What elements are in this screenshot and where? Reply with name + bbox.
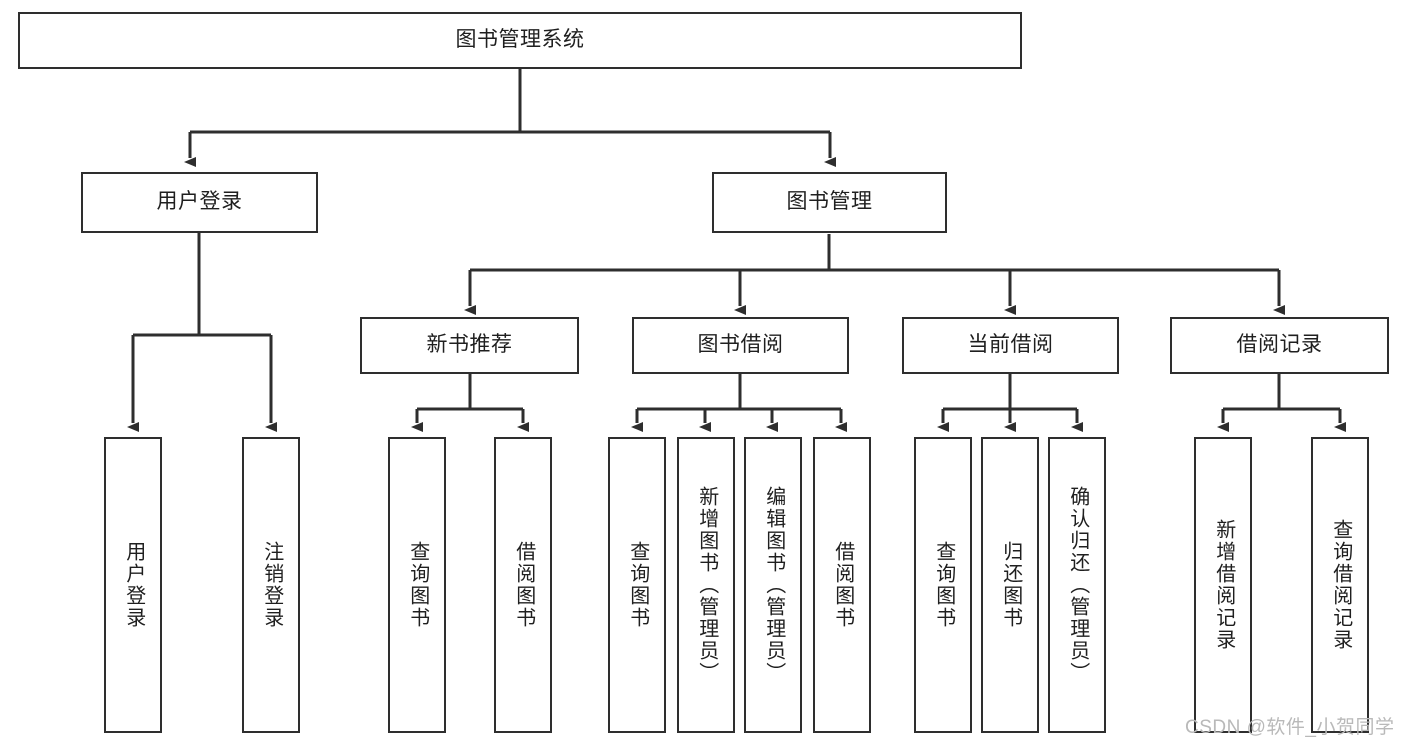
node-label: 用户登录 [156,190,243,214]
watermark-text: CSDN @软件_小贺同学 [1185,717,1395,738]
node-leaf-query-book-current[interactable]: 查询图书 [914,437,972,733]
node-new-book-recommend[interactable]: 新书推荐 [360,317,579,374]
node-label: 查询图书 [626,541,649,629]
node-label: 新书推荐 [426,333,513,357]
node-label: 确认归还（管理员） [1066,486,1089,684]
node-leaf-return-book[interactable]: 归还图书 [981,437,1039,733]
node-borrow-record[interactable]: 借阅记录 [1170,317,1389,374]
node-leaf-query-book-recommend[interactable]: 查询图书 [388,437,446,733]
node-root-library-system[interactable]: 图书管理系统 [18,12,1022,69]
node-label: 借阅图书 [512,541,535,629]
node-leaf-add-book-admin[interactable]: 新增图书（管理员） [677,437,735,733]
node-label: 查询图书 [932,541,955,629]
node-leaf-query-borrow-record[interactable]: 查询借阅记录 [1311,437,1369,733]
node-leaf-user-login[interactable]: 用户登录 [104,437,162,733]
node-label: 图书管理 [786,190,873,214]
node-label: 用户登录 [122,541,145,629]
node-label: 查询借阅记录 [1329,519,1352,651]
node-leaf-borrow-book[interactable]: 借阅图书 [813,437,871,733]
node-label: 图书借阅 [697,333,784,357]
node-current-borrow[interactable]: 当前借阅 [902,317,1119,374]
node-leaf-logout[interactable]: 注销登录 [242,437,300,733]
node-label: 查询图书 [406,541,429,629]
node-label: 新增借阅记录 [1212,519,1235,651]
node-book-borrow[interactable]: 图书借阅 [632,317,849,374]
node-label: 归还图书 [999,541,1022,629]
node-label: 图书管理系统 [455,28,585,52]
node-leaf-query-book-borrow[interactable]: 查询图书 [608,437,666,733]
node-book-management[interactable]: 图书管理 [712,172,947,233]
node-label: 借阅记录 [1236,333,1323,357]
node-label: 注销登录 [260,541,283,629]
node-user-login[interactable]: 用户登录 [81,172,318,233]
node-label: 借阅图书 [831,541,854,629]
node-leaf-add-borrow-record[interactable]: 新增借阅记录 [1194,437,1252,733]
node-leaf-confirm-return-admin[interactable]: 确认归还（管理员） [1048,437,1106,733]
node-label: 编辑图书（管理员） [762,486,785,684]
node-leaf-borrow-book-recommend[interactable]: 借阅图书 [494,437,552,733]
node-label: 当前借阅 [967,333,1054,357]
node-label: 新增图书（管理员） [695,486,718,684]
node-leaf-edit-book-admin[interactable]: 编辑图书（管理员） [744,437,802,733]
